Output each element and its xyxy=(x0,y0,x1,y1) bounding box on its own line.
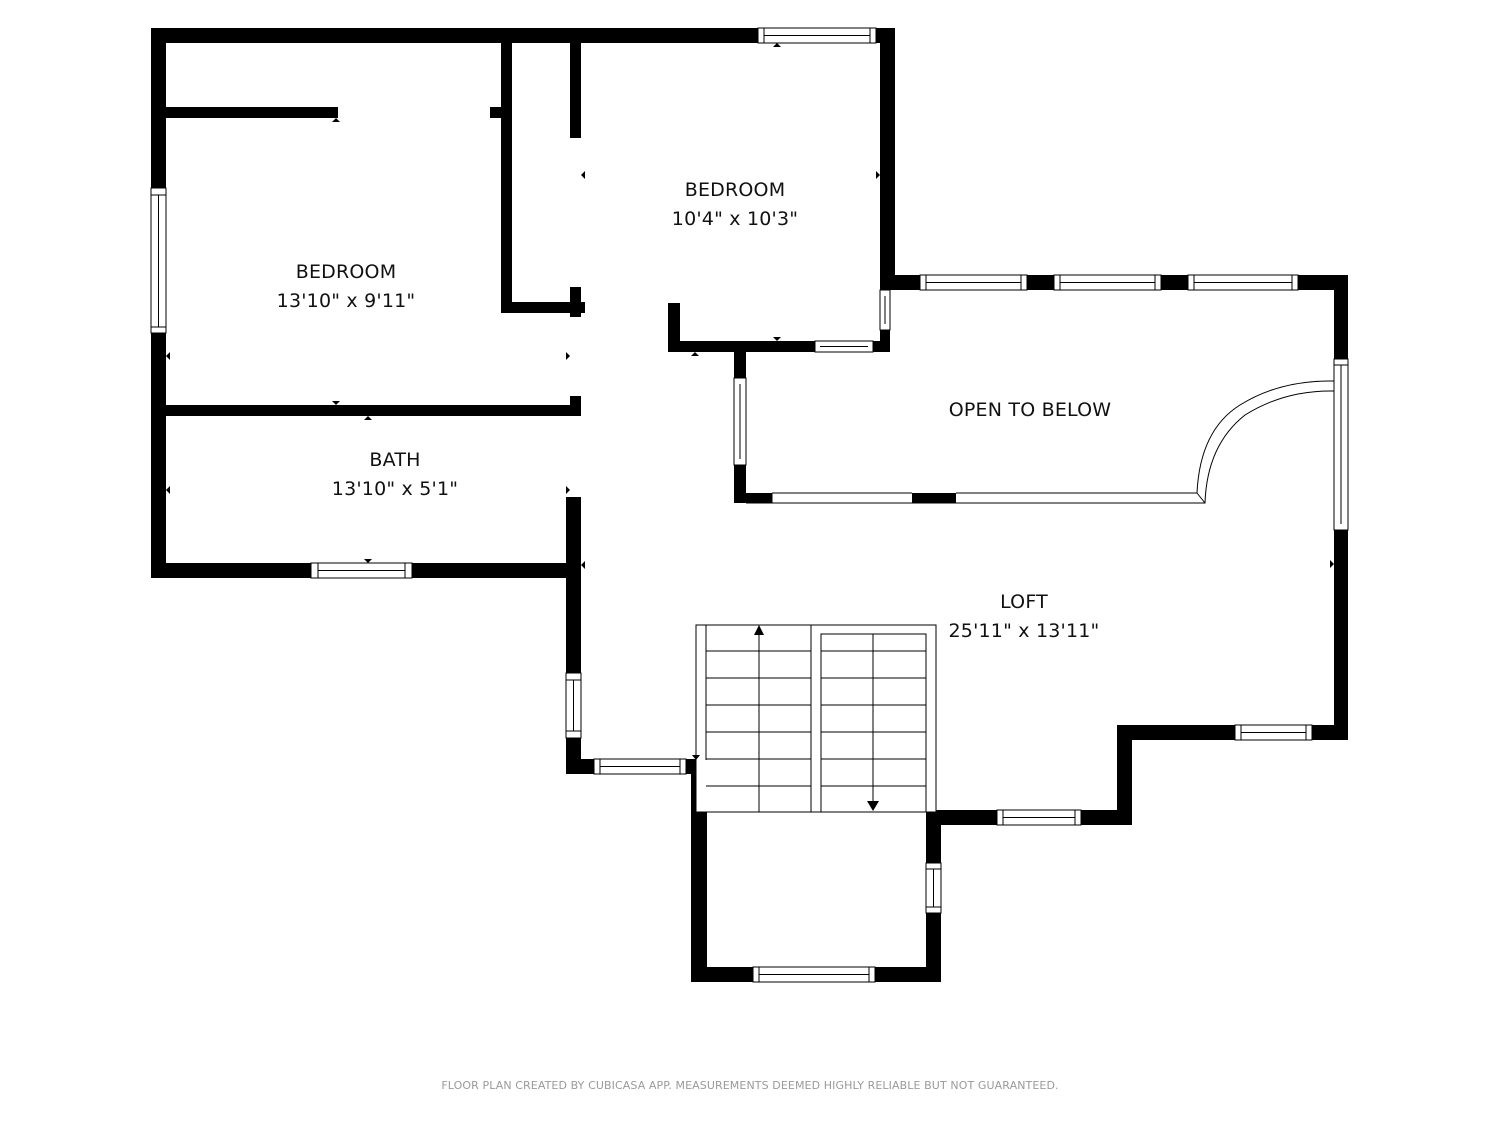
open-to-below-railing xyxy=(746,380,1335,504)
room-dimensions: 13'10" x 5'1" xyxy=(331,478,459,500)
room-dimensions: 25'11" x 13'11" xyxy=(948,620,1100,642)
arrow-down-icon xyxy=(867,801,879,811)
walls xyxy=(151,28,1348,982)
room-name: BEDROOM xyxy=(684,179,786,201)
staircase xyxy=(695,624,937,813)
room-name: BEDROOM xyxy=(295,261,397,283)
room-label-bath: BATH 13'10" x 5'1" xyxy=(332,446,458,504)
room-label-open-to-below: OPEN TO BELOW xyxy=(949,396,1112,425)
arrow-up-icon xyxy=(754,625,764,635)
room-name: BATH xyxy=(369,449,421,471)
room-label-bedroom-1: BEDROOM 13'10" x 9'11" xyxy=(277,258,416,316)
room-name: LOFT xyxy=(1000,591,1048,613)
room-label-loft: LOFT 25'11" x 13'11" xyxy=(949,588,1100,646)
room-label-bedroom-2: BEDROOM 10'4" x 10'3" xyxy=(672,176,798,234)
disclaimer-footer: FLOOR PLAN CREATED BY CUBICASA APP. MEAS… xyxy=(441,1079,1059,1092)
door-markers xyxy=(166,43,1334,760)
room-name: OPEN TO BELOW xyxy=(948,399,1112,421)
room-dimensions: 13'10" x 9'11" xyxy=(276,290,416,312)
room-dimensions: 10'4" x 10'3" xyxy=(671,208,799,230)
windows xyxy=(150,27,1349,983)
